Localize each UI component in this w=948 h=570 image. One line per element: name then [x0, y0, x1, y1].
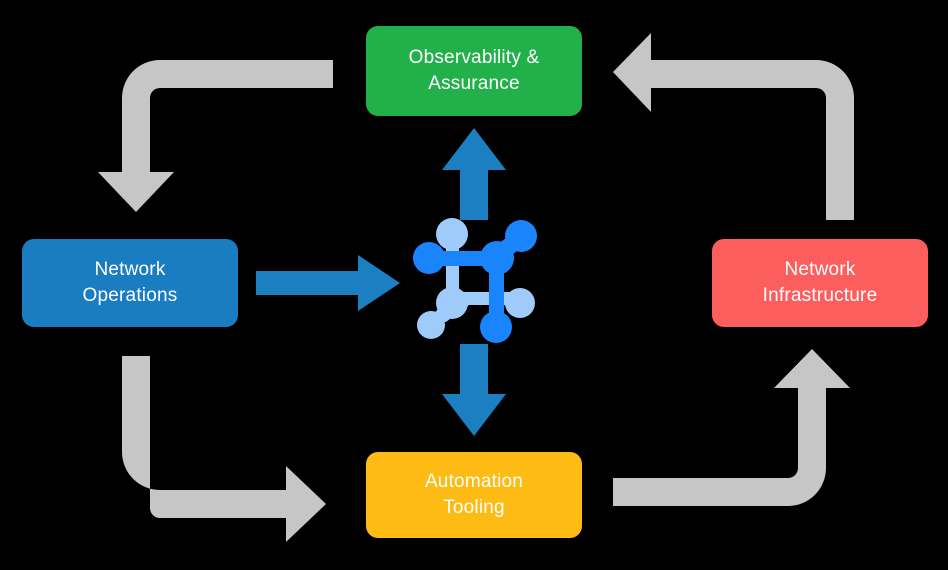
arrow-automation-to-infrastructure: [613, 349, 850, 506]
arrow-infrastructure-to-observability: [613, 33, 854, 220]
node-observability-assurance[interactable]: Observability & Assurance: [366, 26, 582, 116]
arrow-operations-to-center: [256, 255, 400, 311]
topology-light-nodes: [417, 218, 535, 339]
arrow-center-to-observability: [442, 128, 506, 220]
node-network-operations[interactable]: Network Operations: [22, 239, 238, 327]
arrow-operations-to-automation: [122, 356, 326, 542]
network-topology-icon: [413, 218, 537, 343]
arrow-observability-to-operations: [98, 60, 333, 212]
node-observability-label: Observability & Assurance: [408, 46, 540, 94]
node-automation-label: Automation Tooling: [424, 470, 524, 518]
arrow-center-to-automation: [442, 344, 506, 436]
node-automation-tooling[interactable]: Automation Tooling: [366, 452, 582, 538]
node-operations-label: Network Operations: [82, 258, 178, 306]
topology-dark-nodes: [413, 220, 537, 343]
node-infrastructure-label: Network Infrastructure: [762, 258, 878, 306]
node-network-infrastructure[interactable]: Network Infrastructure: [712, 239, 928, 327]
